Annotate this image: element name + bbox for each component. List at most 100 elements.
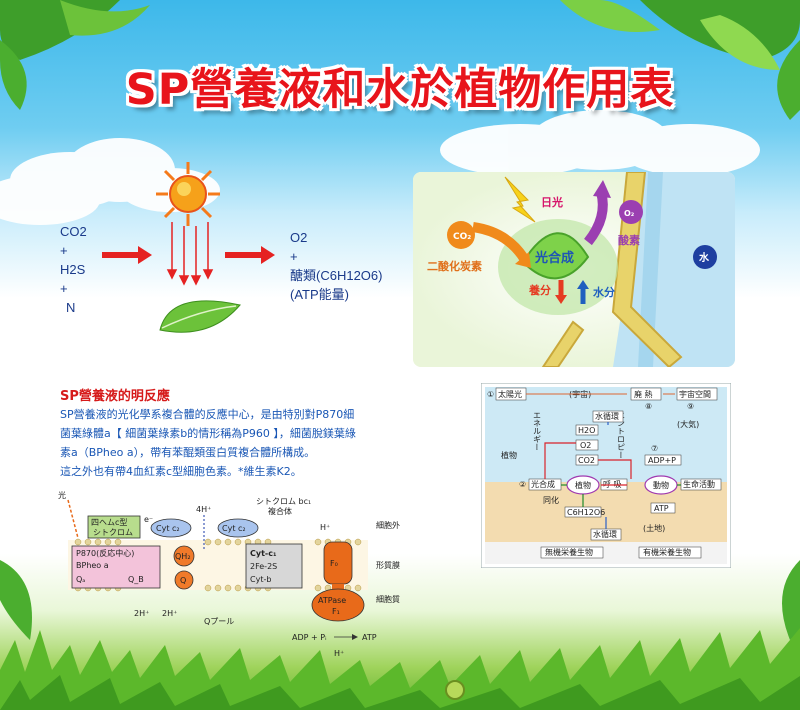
membrane-diagram: 光 四ヘムc型 シトクロム e⁻ P870(反応中心) BPheo a Qₐ Q…	[58, 490, 400, 658]
photo-leaf-icon	[521, 232, 590, 280]
md-q: Q	[180, 576, 186, 585]
cd-n8: ⑧	[645, 402, 652, 411]
product-o2: O2	[290, 230, 308, 245]
section-heading: SP營養液的明反應	[60, 389, 170, 404]
cd-assimilation: 同化	[543, 495, 559, 505]
product-atp: (ATP能量)	[290, 287, 349, 302]
leaf-left-side	[0, 560, 32, 640]
cd-o2: O2	[580, 441, 591, 450]
cd-adp: ADP+P	[648, 456, 676, 465]
md-hplus-bottom: H⁺	[334, 649, 344, 658]
md-outside: 細胞外	[376, 520, 400, 530]
md-qa: Qₐ	[76, 575, 85, 584]
grass	[0, 628, 800, 710]
cd-n1: ①	[487, 390, 494, 399]
cd-n2: ②	[519, 480, 526, 489]
cd-n9: ⑨	[687, 402, 694, 411]
md-fe2s: 2Fe-2S	[250, 562, 277, 571]
cd-life: 生命活動	[683, 479, 715, 489]
cd-respiration: 呼 吸	[603, 479, 622, 489]
md-q-pool: Qプール	[204, 617, 234, 626]
page-title: SP營養液和水於植物作用表	[125, 65, 675, 115]
md-qb: Q_B	[128, 575, 144, 584]
md-2h-left: 2H⁺	[134, 609, 149, 618]
md-4h: 4H⁺	[196, 505, 211, 514]
photosynthesis-figure: 日光 CO₂ 二酸化炭素 光合成 O₂ 酸素 水 養分 水分	[413, 172, 735, 367]
cd-water-cycle-2: 水循環	[593, 529, 617, 539]
photo-water-label: 水分	[593, 285, 615, 299]
cd-c6: C6H12O6	[567, 508, 605, 517]
reactant-h2s: H2S	[60, 262, 86, 277]
cd-water-cycle: 水循環	[595, 411, 619, 421]
md-heme: 四ヘムc型	[91, 518, 127, 527]
md-membrane: 形質膜	[376, 560, 400, 570]
md-cyt-c1: Cyt-c₁	[250, 549, 277, 558]
reactant-n: N	[66, 300, 76, 315]
products-list: O2 + 醣類(C6H12O6) (ATP能量)	[290, 228, 382, 304]
md-atpase: ATPase	[318, 596, 346, 605]
md-cytochrome: シトクロム	[93, 528, 133, 537]
water-badge-icon	[693, 245, 717, 269]
section-body: SP營養液的光化學系複合體的反應中心，是由特別對P870細 菌葉綠體a【 細菌葉…	[60, 405, 425, 481]
photo-sunlight-label: 日光	[541, 195, 563, 209]
photo-co2-badge: CO₂	[453, 232, 471, 242]
md-hplus-top: H⁺	[320, 523, 330, 532]
md-cyt-b: Cyt-b	[250, 575, 271, 584]
leaf-right-side	[782, 560, 800, 640]
cd-outer-space: 宇宙空間	[679, 389, 711, 399]
md-adp: ADP + Pᵢ	[292, 633, 327, 642]
section-line-1: SP營養液的光化學系複合體的反應中心，是由特別對P870細	[60, 408, 355, 421]
cd-land: (土地)	[643, 523, 665, 533]
arrow-right-icon	[225, 246, 275, 264]
photo-nutrient-label: 養分	[529, 283, 551, 297]
sun-rays	[166, 222, 214, 286]
md-qh2: QH₂	[175, 552, 191, 561]
product-plus: +	[290, 249, 298, 264]
md-bc1-2: 複合体	[268, 506, 292, 516]
reactant-plus-1: +	[60, 243, 68, 258]
sun-reaction-graphic	[102, 162, 275, 333]
md-e: e⁻	[144, 515, 153, 524]
md-2h-right: 2H⁺	[162, 609, 177, 618]
cd-mineral-2: 有機栄養生物	[643, 547, 691, 557]
cd-plant: 植物	[501, 450, 517, 460]
md-cytc2-a: Cyt c₂	[156, 524, 180, 533]
md-light: 光	[58, 490, 66, 500]
cloud-right	[440, 110, 760, 176]
md-cytc2-b: Cyt c₂	[222, 524, 246, 533]
cd-co2: CO2	[578, 456, 595, 465]
cd-photosynthesis: 光合成	[531, 479, 555, 489]
leaves-top-left	[0, 0, 150, 110]
cd-atmosphere: (大気)	[677, 419, 699, 429]
leaf-icon	[159, 300, 241, 333]
reactants-list: CO2 + H2S + N	[60, 222, 87, 317]
cd-sunlight: 太陽光	[498, 389, 522, 399]
cd-plant-small: 植物	[575, 480, 591, 490]
sun-icon	[156, 162, 220, 226]
cd-entropy: エントロピー	[617, 411, 626, 459]
lightning-icon	[504, 176, 536, 223]
md-f1: F₁	[332, 607, 340, 616]
md-f0: F₀	[330, 559, 338, 568]
section-line-2: 菌葉綠體a【 細菌葉綠素b的情形稱為P960 】，細菌脫鎂葉綠	[60, 427, 356, 440]
cd-animal: 動物	[653, 480, 669, 490]
photosynthesis-figure-art: 日光 CO₂ 二酸化炭素 光合成 O₂ 酸素 水 養分 水分	[413, 172, 735, 367]
cd-waste-heat: 廃 熱	[634, 389, 653, 399]
reactant-plus-2: +	[60, 281, 68, 296]
md-atp: ATP	[362, 633, 377, 642]
leaves-top-right	[560, 0, 800, 120]
photo-o2-badge: O₂	[624, 209, 635, 218]
co2-badge-icon	[447, 221, 475, 249]
cd-mineral-1: 無機栄養生物	[545, 547, 593, 557]
cd-n7: ⑦	[651, 444, 658, 453]
md-reaction-center: P870(反応中心)	[76, 548, 134, 558]
photo-center-label: 光合成	[534, 250, 574, 266]
md-inside: 細胞質	[376, 594, 400, 604]
md-bc1-1: シトクロム bc₁	[256, 497, 311, 506]
section-line-3: 素a（BPheo a），帶有苯醌類蛋白質複合體所構成。	[60, 446, 316, 459]
cycle-diagram: ① 太陽光 (宇宙) 廃 熱 宇宙空間 ⑧ ⑨ エネルギー エントロピー 水循環…	[481, 383, 731, 568]
photo-o2-label: 酸素	[618, 233, 640, 247]
o2-badge-icon	[619, 200, 643, 224]
section-line-4: 這之外也有帶4血紅素c型細胞色素。*維生素K2。	[60, 465, 302, 478]
